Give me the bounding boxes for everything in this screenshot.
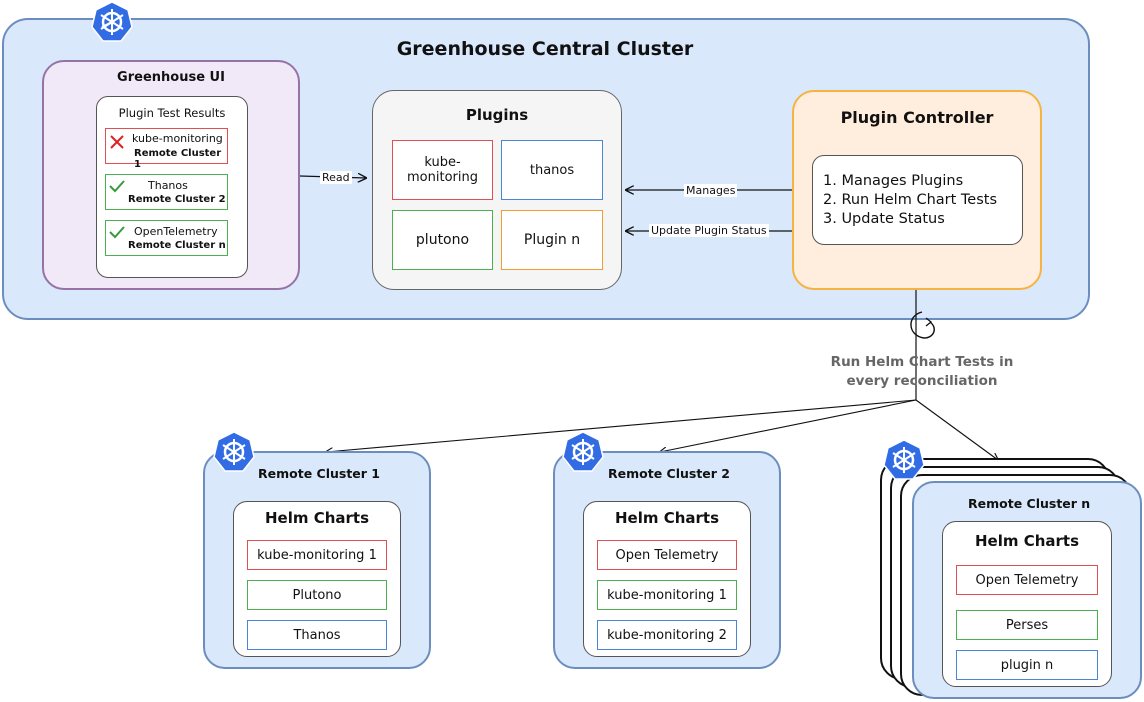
- helm-charts-title: Helm Charts: [264, 509, 370, 527]
- controller-task-list: 1. Manages Plugins 2. Run Helm Chart Tes…: [812, 155, 1023, 245]
- manages-edge-label: Manages: [684, 184, 738, 197]
- helm-chart-item: kube-monitoring 1: [597, 580, 737, 610]
- plugin-controller-title: Plugin Controller: [840, 107, 994, 127]
- helm-chart-item: Open Telemetry: [597, 540, 737, 570]
- kubernetes-icon: [91, 1, 133, 42]
- remote-cluster-title: Remote Cluster 2: [608, 466, 730, 481]
- remote-cluster-title: Remote Cluster n: [968, 496, 1091, 511]
- helm-charts-title: Helm Charts: [614, 509, 720, 527]
- plugin-item: plutono: [392, 210, 493, 270]
- helm-chart-item: Open Telemetry: [956, 565, 1098, 595]
- test-result-item: kube-monitoring Remote Cluster 1: [105, 128, 228, 170]
- helm-chart-item: kube-monitoring 1: [247, 540, 387, 570]
- check-icon: [109, 226, 125, 239]
- helm-chart-item: Perses: [956, 610, 1098, 640]
- helm-chart-item: Plutono: [247, 580, 387, 610]
- kubernetes-icon: [562, 431, 604, 472]
- controller-task: 3. Update Status: [823, 211, 945, 227]
- to-remote-2-edge: [660, 399, 917, 452]
- reconcile-label: Run Helm Chart Tests in every reconcilia…: [806, 353, 1038, 391]
- check-icon: [109, 180, 125, 193]
- remote-cluster-title: Remote Cluster 1: [258, 466, 380, 481]
- to-remote-n-edge: [915, 399, 998, 460]
- reconcile-label-line: every reconciliation: [846, 373, 998, 389]
- helm-chart-item: plugin n: [956, 650, 1098, 680]
- test-result-item: Thanos Remote Cluster 2: [105, 174, 228, 210]
- update-status-edge-label: Update Plugin Status: [649, 224, 769, 237]
- read-edge-label: Read: [320, 171, 352, 184]
- test-result-name: Thanos: [148, 179, 188, 192]
- helm-chart-item: Thanos: [247, 620, 387, 650]
- kubernetes-icon: [213, 431, 255, 472]
- test-result-cluster: Remote Cluster n: [128, 240, 226, 251]
- test-result-name: kube-monitoring: [132, 132, 223, 145]
- test-result-item: OpenTelemetry Remote Cluster n: [105, 220, 228, 256]
- cross-icon: [110, 135, 124, 149]
- to-remote-1-edge: [326, 399, 917, 452]
- test-result-cluster: Remote Cluster 1: [134, 148, 222, 170]
- plugins-title: Plugins: [465, 106, 529, 124]
- greenhouse-ui-title: Greenhouse UI: [117, 69, 225, 85]
- plugin-test-results-title: Plugin Test Results: [118, 106, 226, 120]
- helm-charts-title: Helm Charts: [974, 532, 1080, 550]
- central-cluster-title: Greenhouse Central Cluster: [396, 38, 694, 60]
- helm-chart-item: kube-monitoring 2: [597, 620, 737, 650]
- plugin-item: kube-monitoring: [392, 140, 493, 200]
- test-result-cluster: Remote Cluster 2: [128, 194, 226, 205]
- test-result-name: OpenTelemetry: [134, 225, 218, 238]
- reconcile-label-line: Run Helm Chart Tests in: [830, 354, 1014, 370]
- controller-task: 1. Manages Plugins: [823, 173, 964, 189]
- kubernetes-icon: [883, 439, 925, 480]
- controller-task: 2. Run Helm Chart Tests: [823, 192, 998, 208]
- plugin-item: Plugin n: [501, 210, 603, 270]
- plugin-item: thanos: [501, 140, 603, 200]
